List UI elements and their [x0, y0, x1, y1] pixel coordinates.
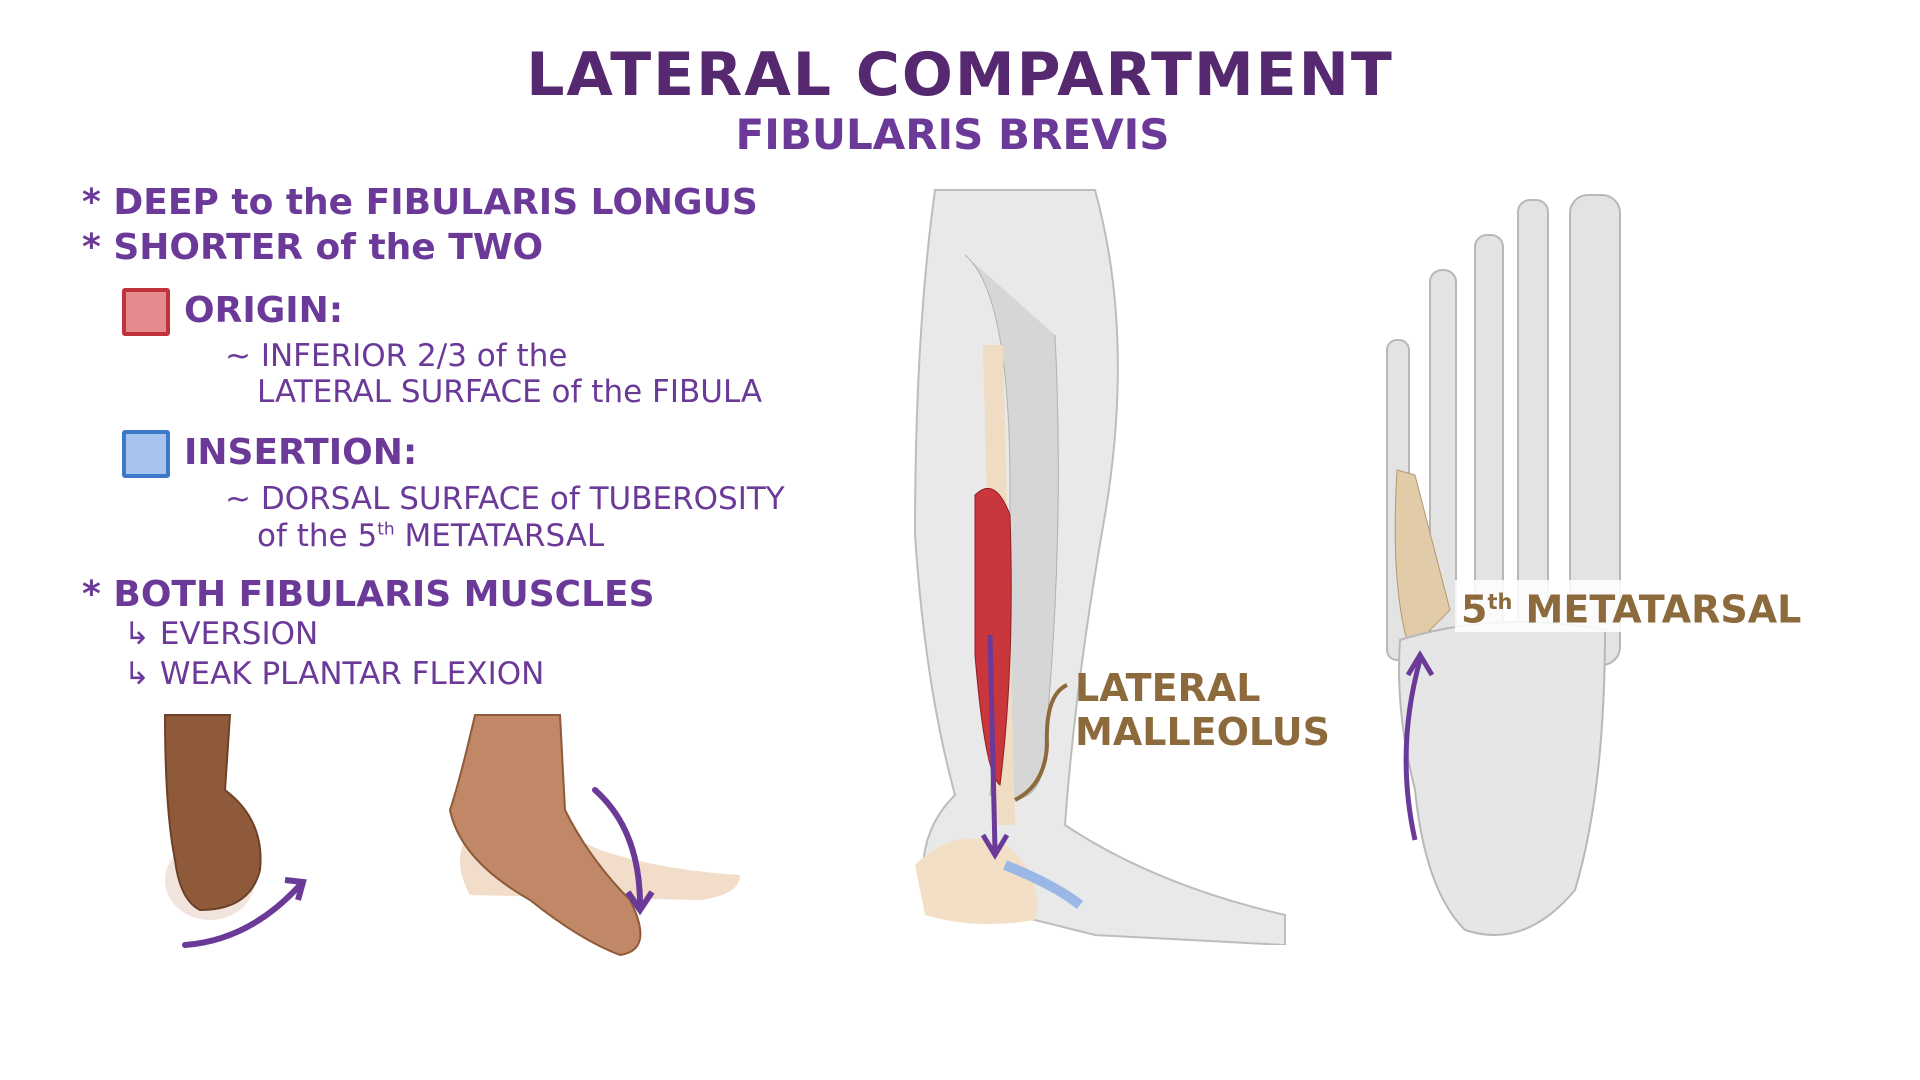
leg-outline [913, 189, 1286, 945]
arrowhead-icon [284, 877, 307, 901]
bullet-text: DEEP to the FIBULARIS LONGUS [113, 182, 758, 223]
asterisk-icon: * [82, 227, 101, 268]
bullet-both-muscles: * BOTH FIBULARIS MUSCLES [82, 574, 655, 615]
bullet-deep: * DEEP to the FIBULARIS LONGUS [82, 182, 758, 223]
plantar-flexion-arrow-icon [592, 787, 643, 908]
pull-arrow-icon [987, 634, 998, 851]
plantarflexed-foot [448, 714, 642, 957]
bullet-text: SHORTER of the TWO [113, 227, 544, 268]
label-5th-metatarsal: 5th METATARSAL [1455, 580, 1808, 632]
origin-color-key [122, 288, 170, 336]
asterisk-icon: * [82, 182, 101, 223]
calcaneus-bone [915, 838, 1037, 924]
toe-bones [1386, 194, 1621, 671]
arrowhead-icon [625, 890, 655, 916]
page-subtitle: FIBULARIS BREVIS [735, 110, 1170, 159]
insertion-color-key [122, 430, 170, 478]
fibularis-brevis-muscle [974, 487, 1012, 786]
bullet-text: BOTH FIBULARIS MUSCLES [113, 574, 655, 615]
origin-label: ORIGIN: [184, 290, 344, 331]
hook-arrow-icon: ↳ [124, 656, 150, 692]
insertion-label: INSERTION: [184, 432, 418, 473]
hook-arrow-icon: ↳ [124, 616, 150, 652]
page-title: LATERAL COMPARTMENT [526, 40, 1394, 110]
insertion-line-2: of the 5th METATARSAL [257, 518, 605, 554]
bullet-shorter: * SHORTER of the TWO [82, 227, 543, 268]
malleolus-pointer-icon [1014, 683, 1068, 802]
pull-arrow-icon [1403, 659, 1423, 841]
tendon [1003, 860, 1084, 909]
arrowhead-icon [980, 833, 1010, 860]
action-eversion: ↳ EVERSION [124, 616, 319, 652]
origin-line-1: ~ INFERIOR 2/3 of the [225, 338, 568, 374]
action-plantar-flexion: ↳ WEAK PLANTAR FLEXION [124, 656, 545, 692]
everted-foot-front [163, 714, 262, 912]
insertion-line-1: ~ DORSAL SURFACE of TUBEROSITY [225, 481, 785, 517]
foot-skeleton-dorsal-illustration [1386, 194, 1621, 936]
asterisk-icon: * [82, 574, 101, 615]
eversion-arrow-icon [182, 882, 303, 948]
origin-line-2: LATERAL SURFACE of the FIBULA [257, 374, 763, 410]
arrowhead-icon [1405, 650, 1435, 677]
lateral-leg-anatomy-illustration [913, 189, 1286, 945]
eversion-plantarflexion-feet-illustration [163, 714, 740, 957]
